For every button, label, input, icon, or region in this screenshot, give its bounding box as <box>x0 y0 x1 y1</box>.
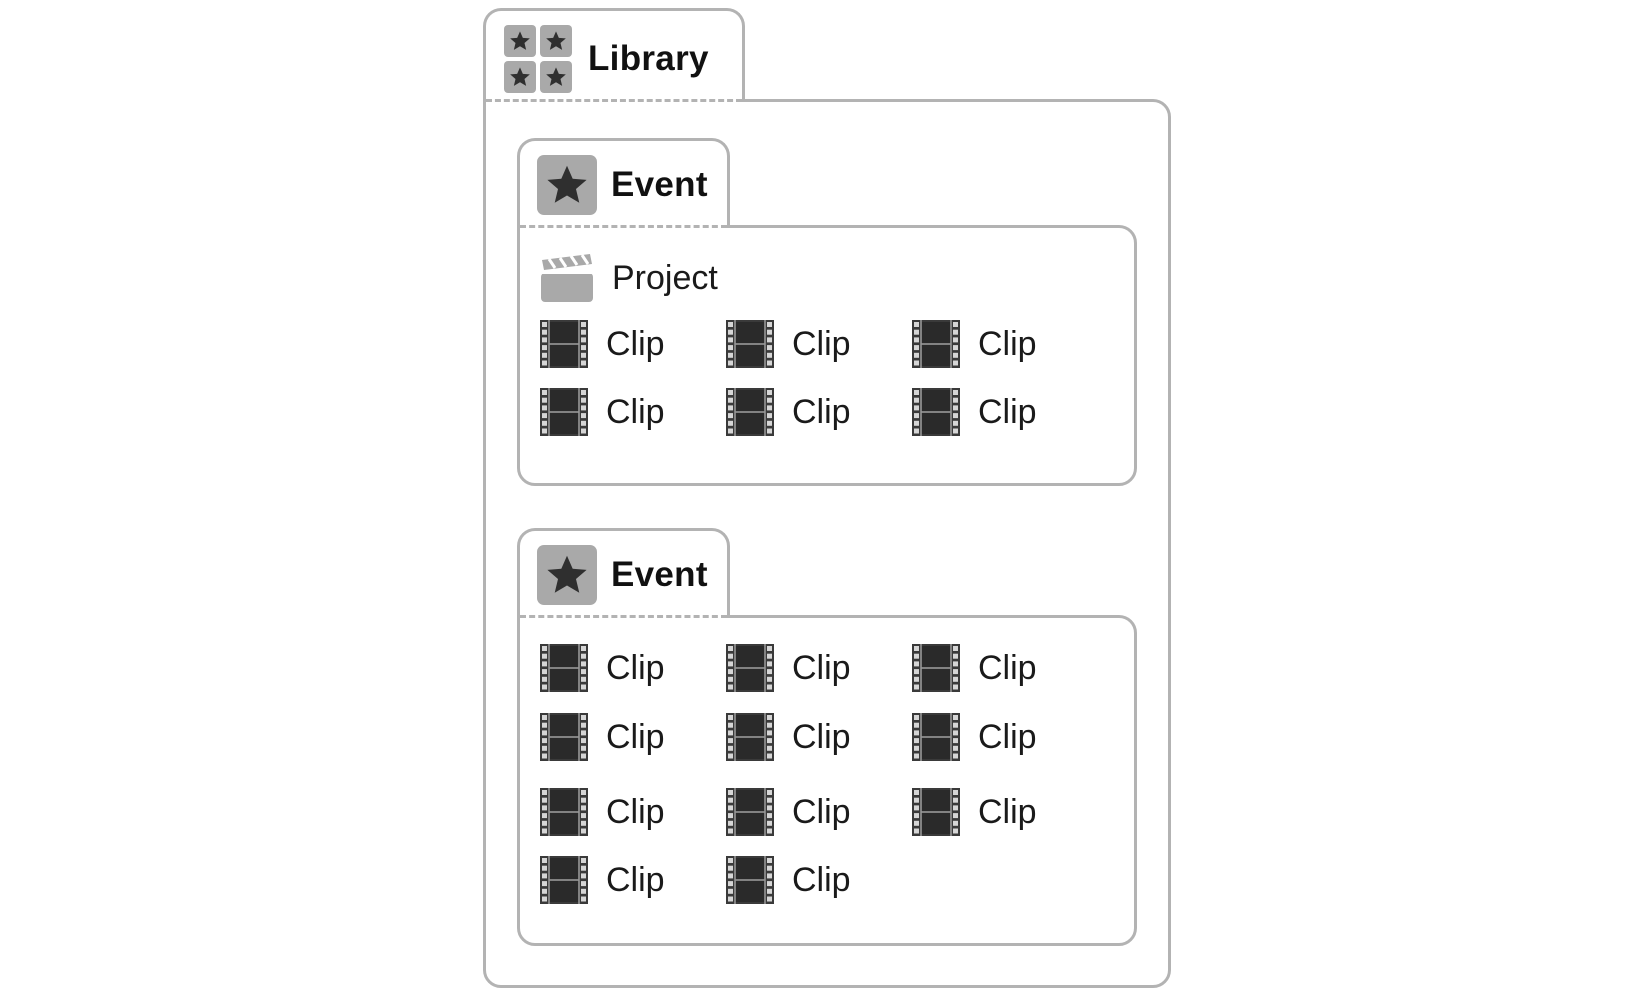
clip-item[interactable]: Clip <box>912 320 1037 368</box>
film-strip-icon <box>540 320 588 368</box>
project-label: Project <box>612 258 718 297</box>
film-strip-icon <box>726 644 774 692</box>
clip-item[interactable]: Clip <box>726 713 851 761</box>
clip-label: Clip <box>978 792 1037 831</box>
event-tab[interactable]: Event <box>517 138 730 228</box>
film-strip-icon <box>912 388 960 436</box>
film-strip-icon <box>726 856 774 904</box>
clip-label: Clip <box>606 392 665 431</box>
clip-item[interactable]: Clip <box>540 713 665 761</box>
clip-label: Clip <box>792 717 851 756</box>
film-strip-icon <box>540 388 588 436</box>
film-strip-icon <box>540 713 588 761</box>
film-strip-icon <box>540 856 588 904</box>
clip-label: Clip <box>978 324 1037 363</box>
clip-item[interactable]: Clip <box>540 320 665 368</box>
film-strip-icon <box>540 788 588 836</box>
clip-label: Clip <box>792 324 851 363</box>
clip-item[interactable]: Clip <box>726 788 851 836</box>
event-label: Event <box>611 555 708 594</box>
clip-item[interactable]: Clip <box>726 644 851 692</box>
clapperboard-icon <box>541 254 593 302</box>
event-star-icon <box>537 545 597 605</box>
film-strip-icon <box>912 320 960 368</box>
clip-item[interactable]: Clip <box>540 388 665 436</box>
clip-item[interactable]: Clip <box>540 644 665 692</box>
event-tab[interactable]: Event <box>517 528 730 618</box>
clip-label: Clip <box>978 717 1037 756</box>
clip-item[interactable]: Clip <box>726 388 851 436</box>
library-icon <box>504 25 572 93</box>
event-label: Event <box>611 165 708 204</box>
clip-item[interactable]: Clip <box>540 856 665 904</box>
clip-item[interactable]: Clip <box>726 320 851 368</box>
film-strip-icon <box>912 644 960 692</box>
clip-label: Clip <box>792 648 851 687</box>
film-strip-icon <box>726 788 774 836</box>
clip-item[interactable]: Clip <box>726 856 851 904</box>
clip-item[interactable]: Clip <box>912 388 1037 436</box>
clip-label: Clip <box>606 860 665 899</box>
film-strip-icon <box>726 320 774 368</box>
film-strip-icon <box>912 788 960 836</box>
clip-label: Clip <box>606 648 665 687</box>
clip-item[interactable]: Clip <box>912 713 1037 761</box>
film-strip-icon <box>540 644 588 692</box>
clip-label: Clip <box>606 717 665 756</box>
film-strip-icon <box>726 388 774 436</box>
clip-label: Clip <box>792 792 851 831</box>
library-tab[interactable]: Library <box>483 8 745 102</box>
library-label: Library <box>588 39 709 78</box>
clip-label: Clip <box>792 392 851 431</box>
clip-label: Clip <box>606 792 665 831</box>
clip-item[interactable]: Clip <box>540 788 665 836</box>
clip-item[interactable]: Clip <box>912 788 1037 836</box>
film-strip-icon <box>912 713 960 761</box>
project-item[interactable]: Project <box>540 253 718 303</box>
clip-label: Clip <box>792 860 851 899</box>
event-star-icon <box>537 155 597 215</box>
clip-item[interactable]: Clip <box>912 644 1037 692</box>
clip-label: Clip <box>978 392 1037 431</box>
clip-label: Clip <box>606 324 665 363</box>
film-strip-icon <box>726 713 774 761</box>
clip-label: Clip <box>978 648 1037 687</box>
